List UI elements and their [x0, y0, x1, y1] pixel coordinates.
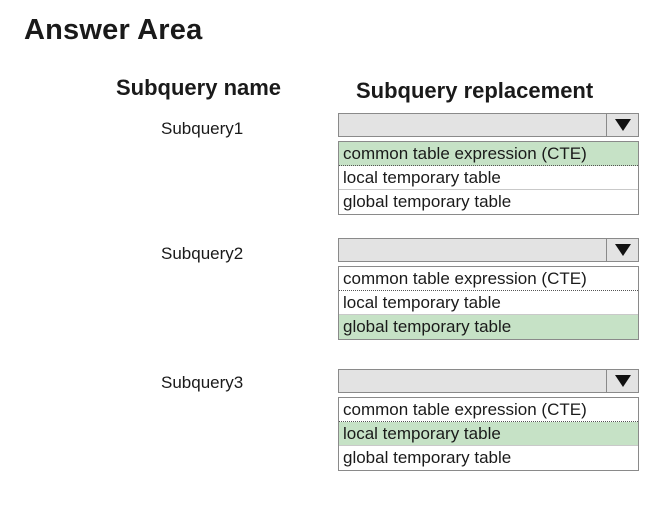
dropdown-header[interactable] — [338, 113, 639, 137]
column-header-replacement: Subquery replacement — [356, 78, 594, 103]
option-global-temp[interactable]: global temporary table — [339, 315, 638, 339]
column-header-name: Subquery name — [116, 75, 282, 100]
dropdown-options: common table expression (CTE) local temp… — [338, 266, 639, 340]
option-local-temp[interactable]: local temporary table — [339, 291, 638, 315]
subquery1-dropdown[interactable]: common table expression (CTE) local temp… — [338, 113, 639, 215]
subquery-label: Subquery3 — [161, 373, 244, 392]
triangle-down-icon[interactable] — [606, 370, 638, 392]
subquery-label: Subquery1 — [161, 119, 244, 138]
dropdown-options: common table expression (CTE) local temp… — [338, 141, 639, 215]
triangle-down-icon[interactable] — [606, 114, 638, 136]
subquery3-dropdown[interactable]: common table expression (CTE) local temp… — [338, 369, 639, 471]
option-global-temp[interactable]: global temporary table — [343, 448, 512, 467]
option-cte[interactable]: common table expression (CTE) — [339, 142, 638, 166]
option-cte[interactable]: common table expression (CTE) — [339, 398, 638, 422]
option-local-temp[interactable]: local temporary table — [339, 422, 638, 446]
option-local-temp[interactable]: local temporary table — [339, 166, 638, 190]
subquery-label: Subquery2 — [161, 244, 244, 263]
dropdown-options: common table expression (CTE) local temp… — [338, 397, 639, 471]
option-cte[interactable]: common table expression (CTE) — [339, 267, 638, 291]
option-global-temp[interactable]: global temporary table — [343, 192, 512, 211]
dropdown-header[interactable] — [338, 369, 639, 393]
dropdown-header[interactable] — [338, 238, 639, 262]
subquery2-dropdown[interactable]: common table expression (CTE) local temp… — [338, 238, 639, 340]
triangle-down-icon[interactable] — [606, 239, 638, 261]
page-title: Answer Area — [24, 14, 203, 46]
